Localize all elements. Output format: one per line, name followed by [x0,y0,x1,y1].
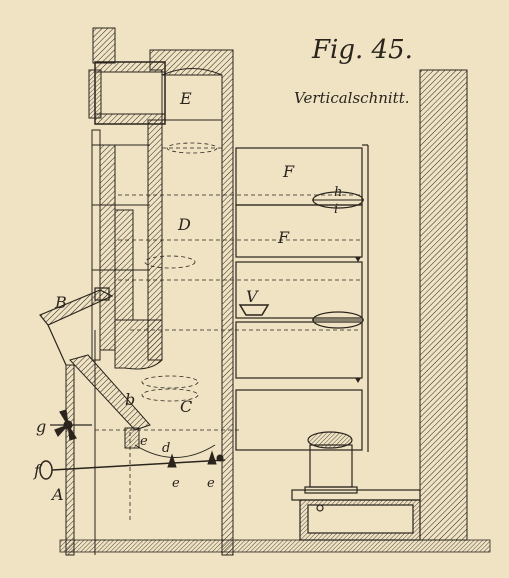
label-e-right: e [207,476,215,491]
label-g: g [36,417,46,436]
bottom-vessel [291,431,421,541]
label-f: f [33,461,43,480]
floor [59,539,491,553]
label-c: C [180,397,192,416]
label-i: i [334,202,338,217]
label-v: V [246,287,259,306]
label-a: A [50,485,64,504]
label-d: d [162,441,170,456]
label-f-lower: F [277,228,290,247]
label-d: D [177,215,191,234]
fan-g [50,409,92,441]
chimney-stack [92,27,116,64]
label-b-upper: B [54,293,67,312]
mechanism-d [124,427,224,468]
grate-b [69,354,151,431]
rod-f [39,459,226,480]
tray-v [238,304,270,316]
f-compartments [235,144,369,452]
hopper-b [39,287,114,326]
label-f-upper: F [282,162,295,181]
label-b-lower: b [125,390,135,409]
flue-grille [88,69,102,119]
left-column [99,144,116,351]
chamber-e [161,68,223,121]
casing-a [65,364,75,556]
hidden-lines [95,142,360,541]
figure-subtitle: Verticalschnitt. [294,89,410,107]
right-wall [419,69,468,541]
label-h: h [334,185,342,200]
label-e: E [179,89,192,108]
label-e-left: e [172,476,180,491]
label-e-top: e [140,434,148,449]
figure-title: Fig. 45. [311,35,413,65]
